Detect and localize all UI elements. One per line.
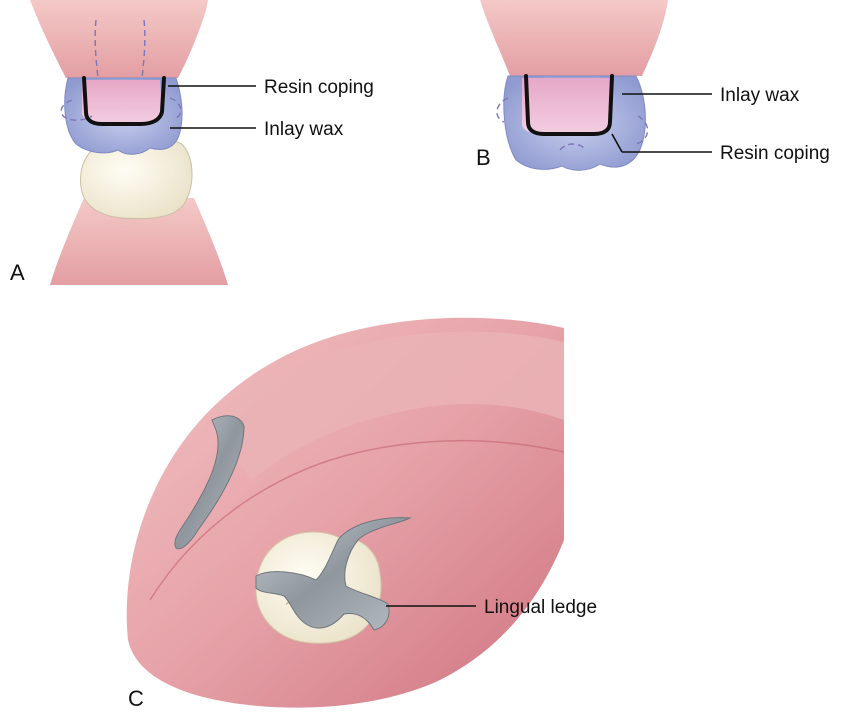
panel-a-inlay-wax-label: Inlay wax <box>264 119 344 140</box>
panel-b: Inlay wax Resin coping B <box>476 0 830 170</box>
panel-c-letter: C <box>128 686 144 711</box>
panel-c: Lingual ledge C <box>127 318 597 711</box>
panel-c-lingual-ledge-label: Lingual ledge <box>484 597 597 618</box>
panel-a-letter: A <box>10 260 25 285</box>
panel-b-letter: B <box>476 145 491 170</box>
panel-b-resin-coping <box>522 78 612 134</box>
panel-a: Resin coping Inlay wax A <box>10 0 374 285</box>
panel-a-resin-coping-label: Resin coping <box>264 77 374 98</box>
panel-b-resin-coping-label: Resin coping <box>720 143 830 164</box>
panel-b-inlay-wax-label: Inlay wax <box>720 85 800 106</box>
panel-b-upper-ridge <box>480 0 668 76</box>
panel-a-resin-coping <box>82 80 162 124</box>
panel-a-upper-ridge <box>30 0 208 78</box>
